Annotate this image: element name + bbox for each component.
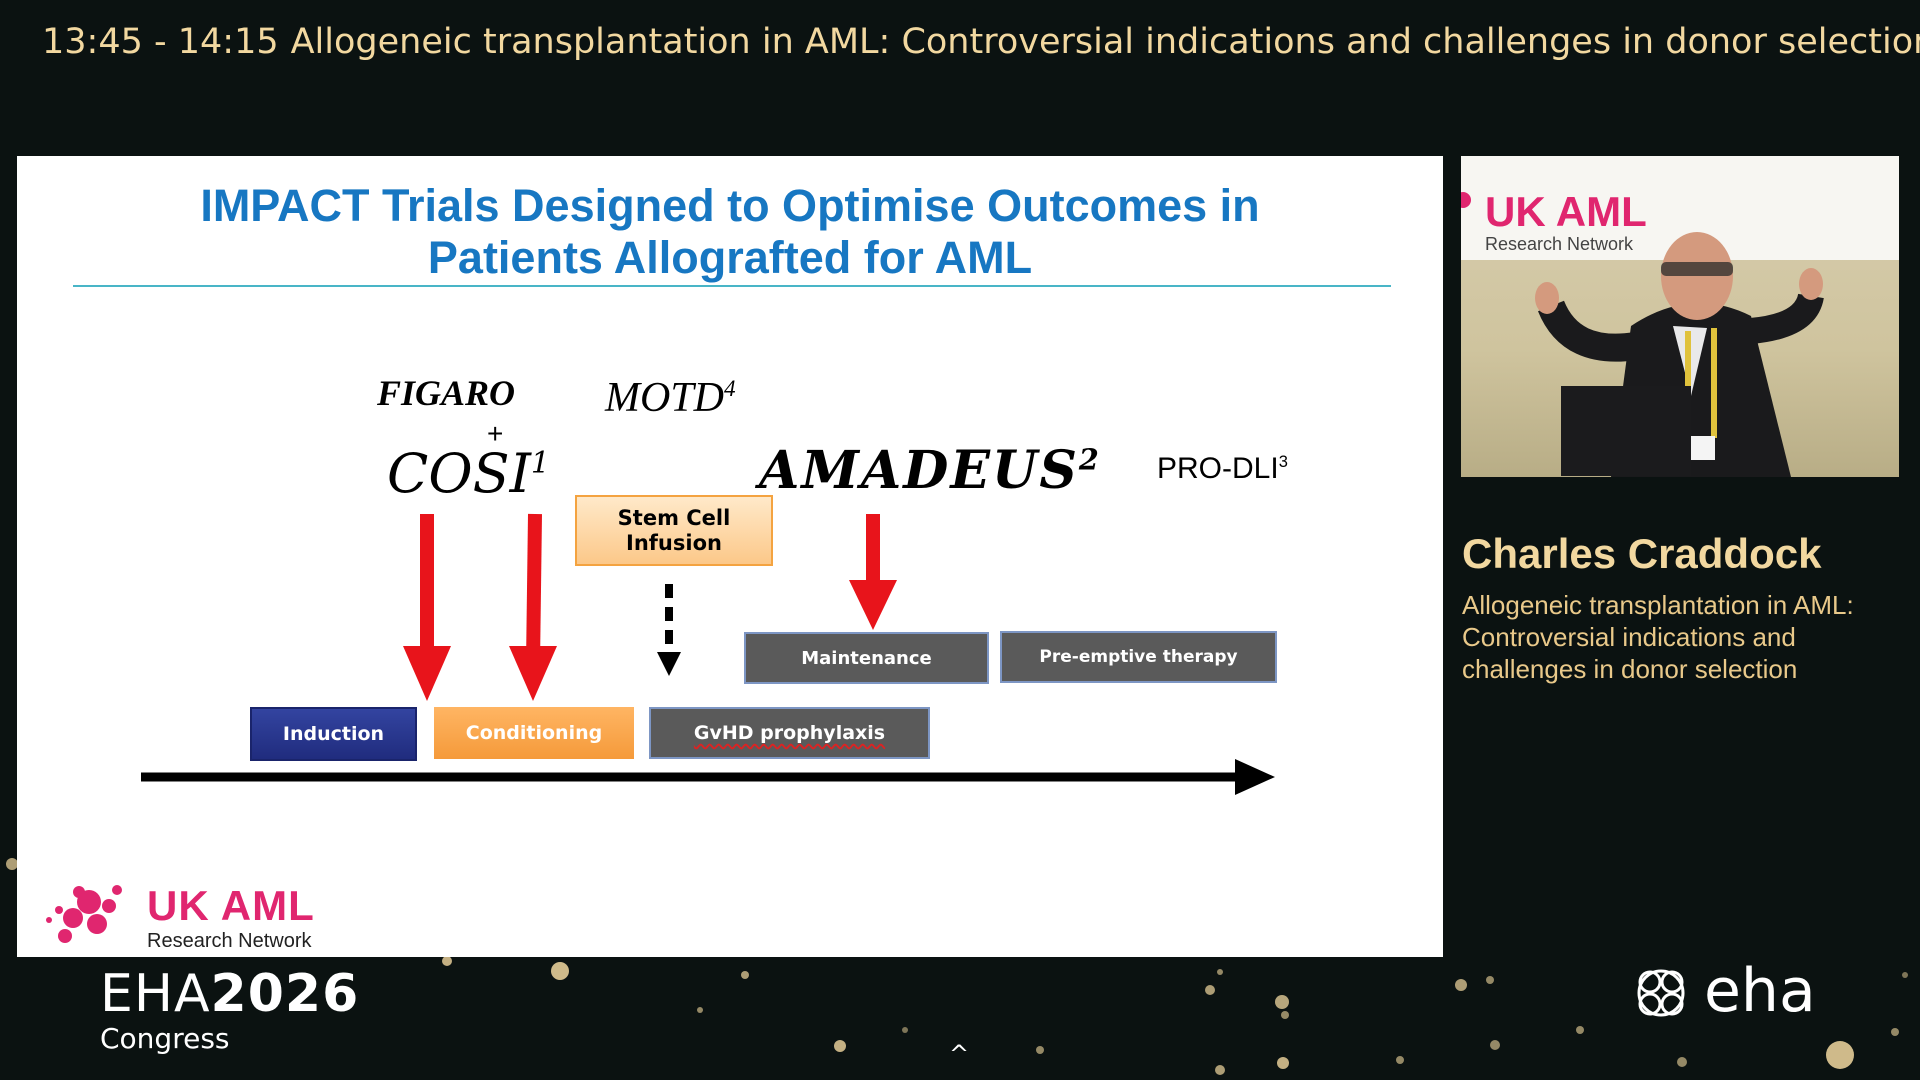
- arrow-amadeus: [849, 514, 897, 630]
- eha-congress-eha: EHA: [100, 964, 211, 1024]
- induction-box: Induction: [250, 707, 417, 761]
- timeline-arrow: [141, 759, 1275, 795]
- speaker-figure: [1461, 156, 1899, 477]
- eha-logo-text: eha: [1704, 956, 1816, 1026]
- uk-aml-logo-text: UK AML: [147, 882, 315, 930]
- uk-aml-logo: UK AML Research Network: [37, 866, 337, 956]
- eha-congress-label: Congress: [100, 1022, 359, 1055]
- session-title-text: Allogeneic transplantation in AML: Contr…: [291, 22, 1920, 62]
- session-time: 13:45 - 14:15: [42, 22, 279, 62]
- session-title: 13:45 - 14:15 Allogeneic transplantation …: [42, 22, 1920, 62]
- speaker-talk-title: Allogeneic transplantation in AML: Contr…: [1462, 589, 1902, 685]
- chevron-up-icon[interactable]: ^: [944, 1040, 974, 1062]
- arrow-cosi-conditioning: [509, 514, 557, 701]
- maintenance-box: Maintenance: [744, 632, 989, 684]
- speaker-video: UK AML Research Network: [1461, 156, 1899, 477]
- arrow-stem-cell-dashed: [657, 584, 681, 676]
- presentation-slide: IMPACT Trials Designed to Optimise Outco…: [17, 156, 1443, 957]
- eha-congress-logo: EHA2026 Congress: [100, 964, 359, 1055]
- uk-aml-flower-icon: [37, 866, 137, 956]
- eha-congress-year: 2026: [211, 964, 360, 1024]
- eha-knot-icon: [1628, 960, 1694, 1026]
- preemptive-therapy-box: Pre-emptive therapy: [1000, 631, 1277, 683]
- speaker-name: Charles Craddock: [1462, 530, 1821, 578]
- gvhd-prophylaxis-box: GvHD prophylaxis: [649, 707, 930, 759]
- conditioning-box: Conditioning: [434, 707, 634, 759]
- uk-aml-logo-subtext: Research Network: [147, 930, 312, 953]
- arrow-cosi-induction: [403, 514, 451, 701]
